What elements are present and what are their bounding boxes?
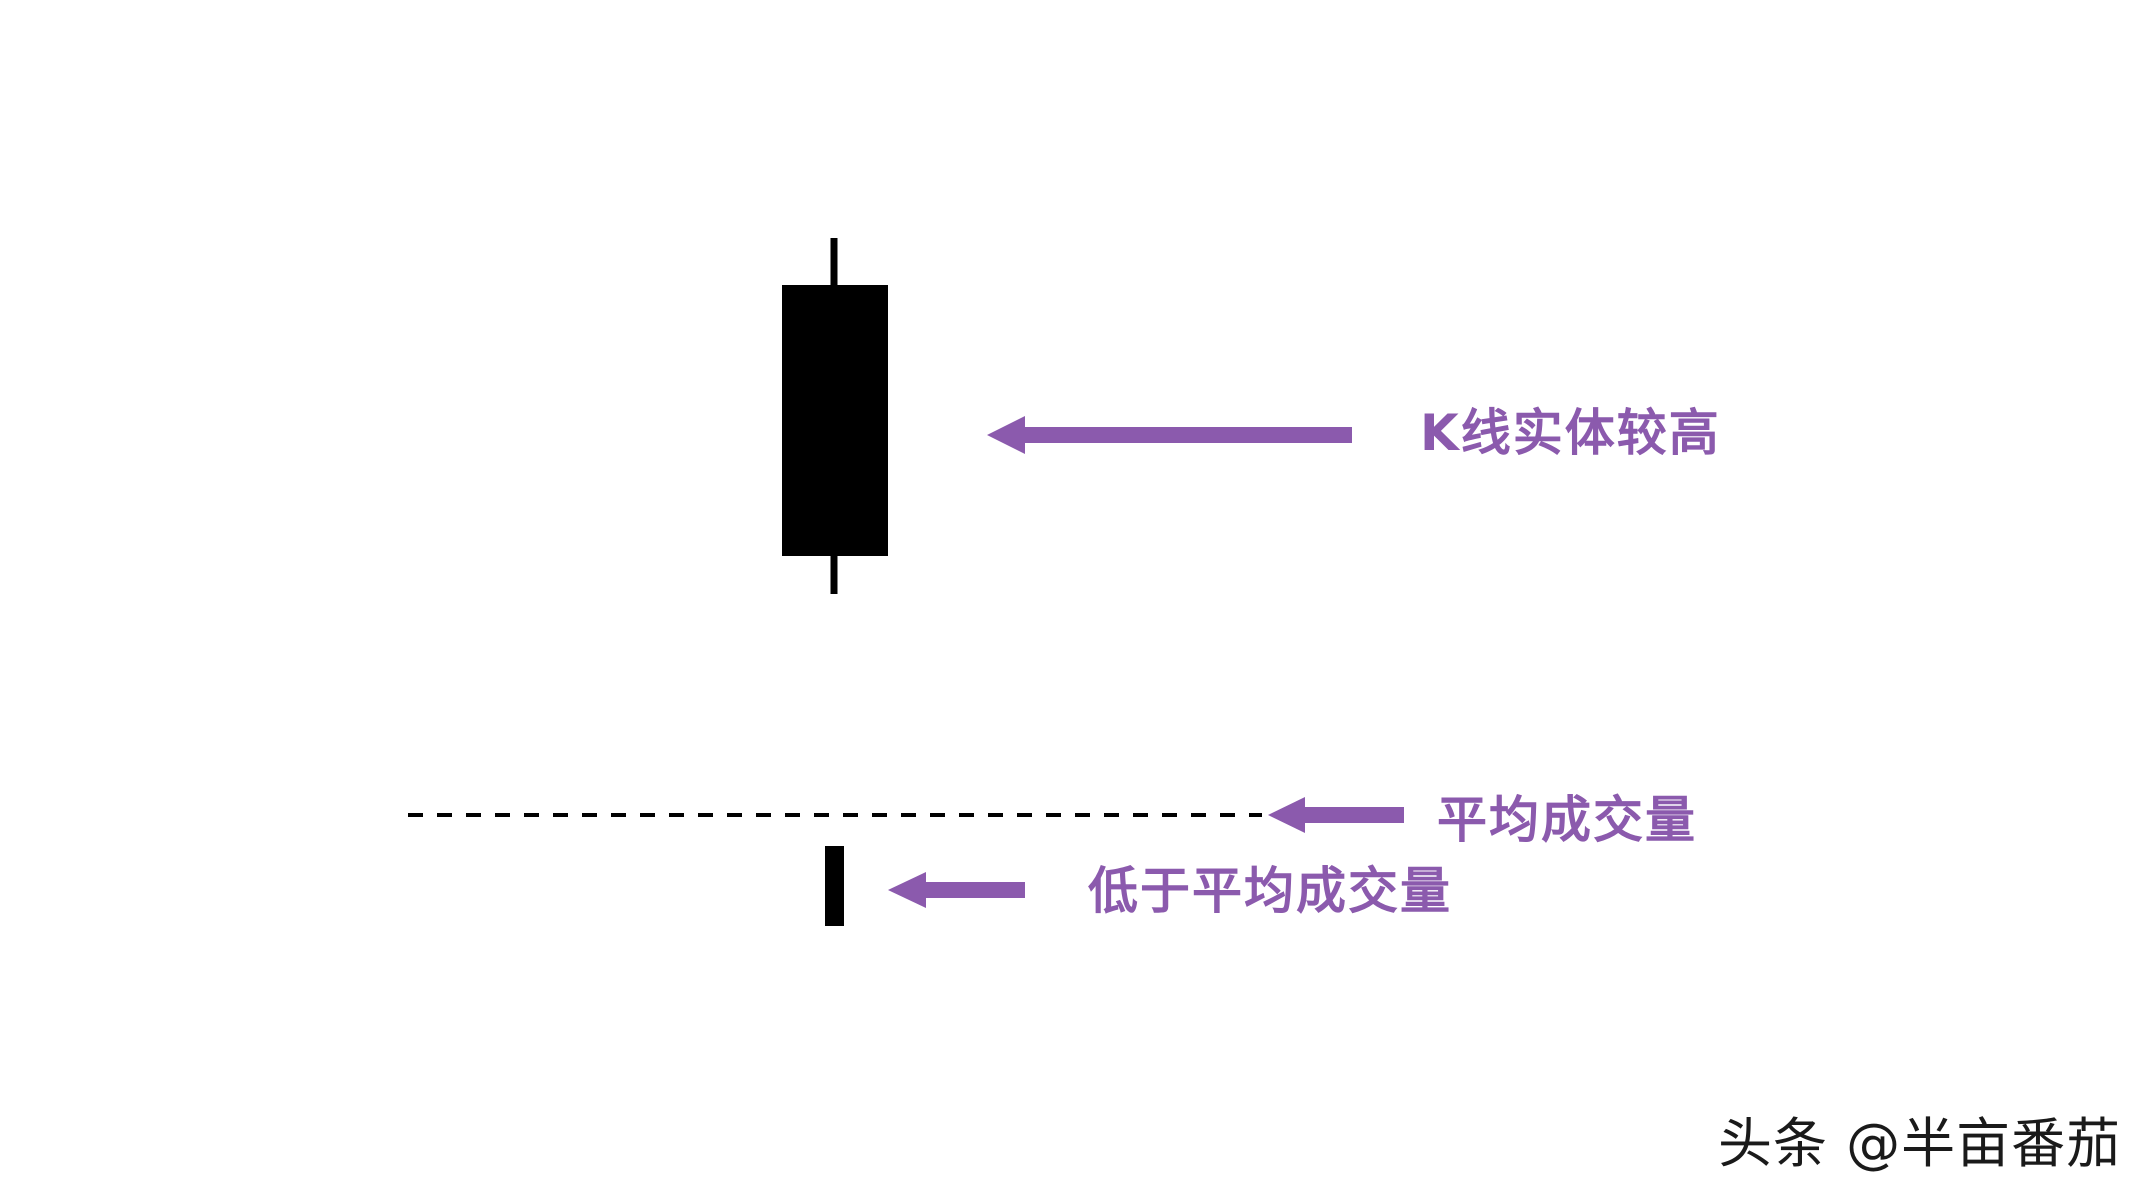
average-volume-label: 平均成交量 [1437,791,1697,849]
volume-bar [825,846,844,926]
body-arrow [987,416,1352,454]
watermark: 头条 @半亩番茄 [1718,1112,2122,1175]
body-label: K线实体较高 [1420,404,1721,462]
average-volume-arrow [1268,797,1404,833]
low-volume-arrow [888,872,1025,908]
candle-body [782,285,888,556]
low-volume-label: 低于平均成交量 [1088,862,1452,920]
candlestick [782,238,888,594]
